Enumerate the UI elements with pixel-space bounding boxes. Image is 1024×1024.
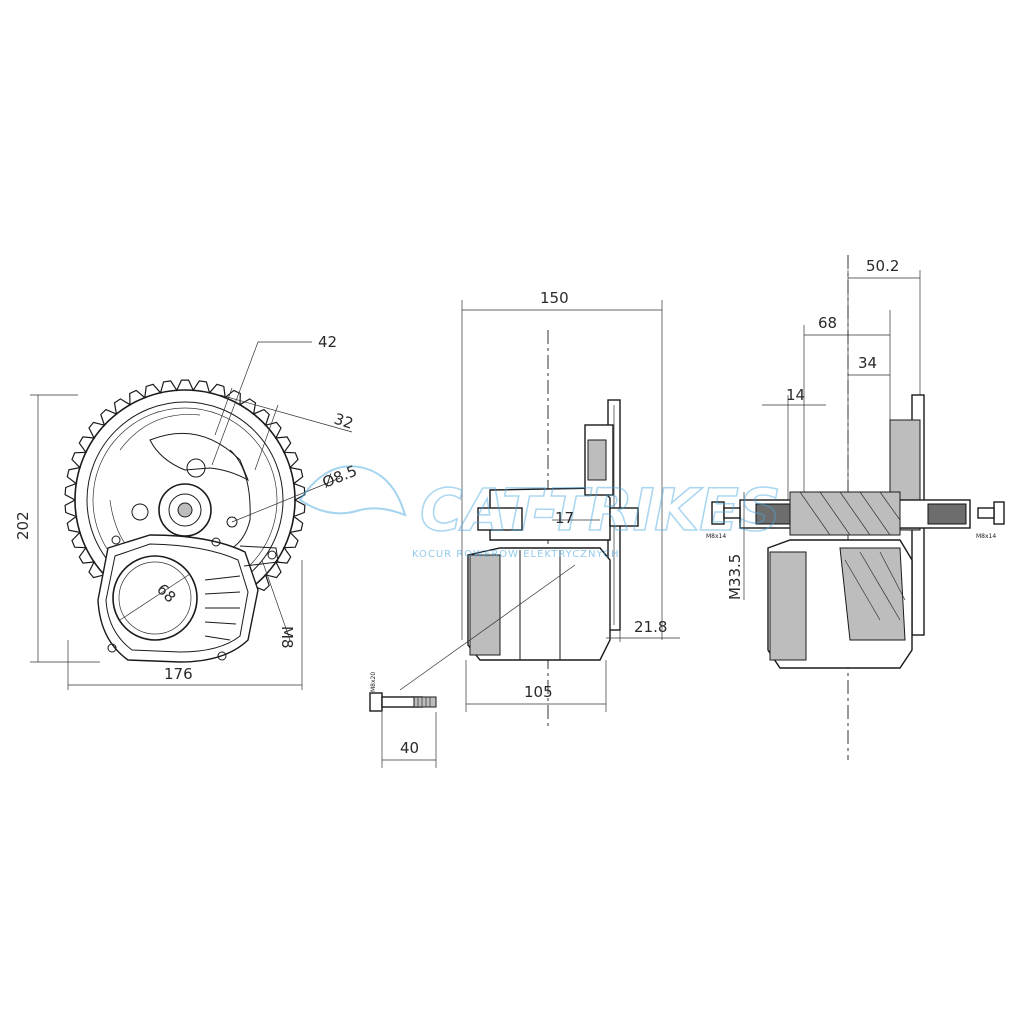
dim-bracket: 17 <box>555 509 574 527</box>
cat-logo-icon <box>298 465 407 517</box>
dim-bolt-label: M8x20 <box>370 672 377 692</box>
section-view <box>711 255 1005 760</box>
spindle-center <box>177 502 193 518</box>
dim-axle-total: 50.2 <box>866 257 899 275</box>
dim-bb-thread: M33.5 <box>726 554 744 600</box>
dim-mount-thread: M8 <box>278 626 296 649</box>
dim-chainring-offset: 42 <box>318 333 337 351</box>
dim-side-depth: 105 <box>524 683 553 701</box>
dim-bb-width: 68 <box>818 314 837 332</box>
motor-housing <box>97 534 259 663</box>
dim-half-width: 34 <box>858 354 877 372</box>
dim-hole-spacing: 32 <box>332 410 356 433</box>
dim-lock-ring: 14 <box>786 386 805 404</box>
motor-cap <box>112 555 198 641</box>
dim-hole-diameter: Ø8.5 <box>320 462 360 492</box>
dim-chainline: 21.8 <box>634 618 667 636</box>
dim-axle-bolt-right: M8x14 <box>976 533 996 540</box>
dim-axle-bolt-left: M8x14 <box>706 533 726 540</box>
watermark-tagline: KOCUR ROWERÓW ELEKTRYCZNYCH <box>412 547 620 560</box>
side-view <box>399 300 680 730</box>
dim-bolt-length: 40 <box>400 739 419 757</box>
dim-front-height: 202 <box>14 511 32 540</box>
bolt-detail <box>369 692 437 768</box>
front-view <box>30 341 353 690</box>
spindle-mid <box>168 493 202 527</box>
watermark-brand: CAT-TRIKES <box>420 476 781 544</box>
dim-side-width: 150 <box>540 289 569 307</box>
watermark: CAT-TRIKES KOCUR ROWERÓW ELEKTRYCZNYCH <box>298 465 781 560</box>
crank-spider <box>149 432 249 482</box>
dim-front-width: 176 <box>164 665 193 683</box>
